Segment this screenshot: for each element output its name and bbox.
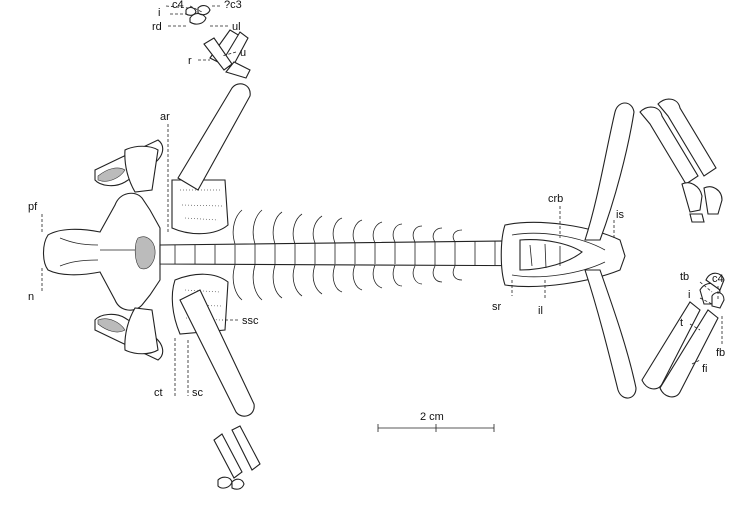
leader-lines: [41, 5, 723, 396]
hindlimb-lower: [584, 269, 725, 399]
label-c4-right: c4: [712, 273, 724, 285]
label-ul: ul: [232, 21, 241, 33]
forelimb-lower: [179, 289, 261, 490]
vertebral-column: [159, 239, 591, 267]
scale-bar: 2 cm: [377, 411, 495, 432]
skull: [42, 139, 164, 361]
label-c3-top: ?c3: [224, 0, 242, 11]
label-fb: fb: [716, 347, 725, 359]
label-il: il: [538, 305, 543, 317]
label-c4-top: c4: [172, 0, 184, 11]
label-ct: ct: [154, 387, 163, 399]
labels: c4 ?c3 i rd ul u r ar pf n ssc ct sc crb…: [28, 0, 725, 399]
label-i-top: i: [158, 7, 160, 19]
label-pf: pf: [28, 201, 38, 213]
label-tb: tb: [680, 271, 689, 283]
label-r: r: [188, 55, 192, 67]
pelvis: [500, 221, 626, 288]
label-ar: ar: [160, 111, 170, 123]
hindlimb-upper: [584, 98, 723, 241]
label-crb: crb: [548, 193, 563, 205]
label-i-right: i: [688, 289, 690, 301]
ribs: [232, 209, 463, 301]
forelimb-upper: [177, 5, 251, 191]
scale-bar-label: 2 cm: [420, 411, 444, 423]
label-n: n: [28, 291, 34, 303]
label-sr: sr: [492, 301, 502, 313]
label-ssc: ssc: [242, 315, 259, 327]
label-fi: fi: [702, 363, 708, 375]
label-sc: sc: [192, 387, 204, 399]
label-is: is: [616, 209, 624, 221]
label-rd: rd: [152, 21, 162, 33]
label-t: t: [680, 317, 683, 329]
label-u: u: [240, 47, 246, 59]
